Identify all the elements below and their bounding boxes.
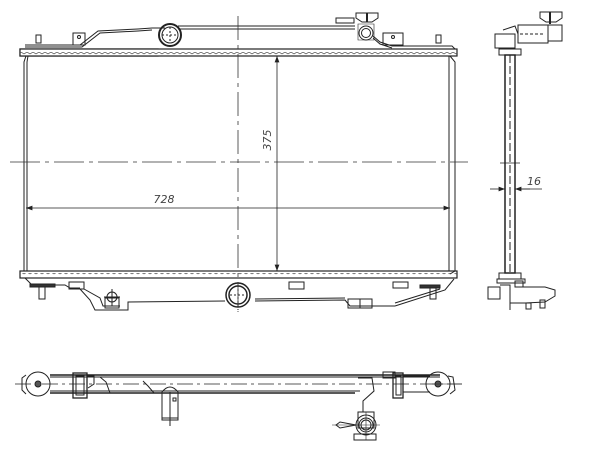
top-right-pin	[435, 34, 442, 44]
top-pipe	[25, 27, 165, 46]
centerlines	[10, 16, 468, 312]
top-right-bracket	[382, 32, 404, 46]
side-top-header	[498, 48, 522, 56]
side-filler-cap	[539, 11, 563, 23]
dimension-width-label: 728	[154, 193, 175, 206]
bottom-right-pin	[429, 287, 437, 300]
side-bottom-header	[498, 272, 522, 280]
dimension-depth	[490, 162, 542, 192]
drain-plug	[104, 289, 120, 309]
top-left-pin	[35, 34, 42, 44]
front-view	[19, 12, 458, 311]
dimension-height-label: 375	[261, 130, 274, 151]
top-inlet-ring	[158, 23, 182, 47]
bottom-left-pipe	[24, 277, 80, 289]
side-core	[504, 54, 516, 274]
dimension-depth-label: 16	[527, 175, 541, 188]
side-view	[487, 11, 563, 310]
bottom-right-inlet	[332, 377, 380, 441]
bottom-left-pin	[38, 286, 46, 300]
core-right-rail	[449, 55, 456, 275]
bottom-right-mount	[382, 371, 462, 399]
bottom-left-mount	[21, 371, 155, 399]
bottom-view	[15, 371, 462, 441]
filler-cap	[335, 12, 379, 41]
top-left-bracket	[72, 32, 86, 46]
bottom-outlet-stub	[161, 386, 179, 426]
core-left-rail	[23, 55, 27, 271]
